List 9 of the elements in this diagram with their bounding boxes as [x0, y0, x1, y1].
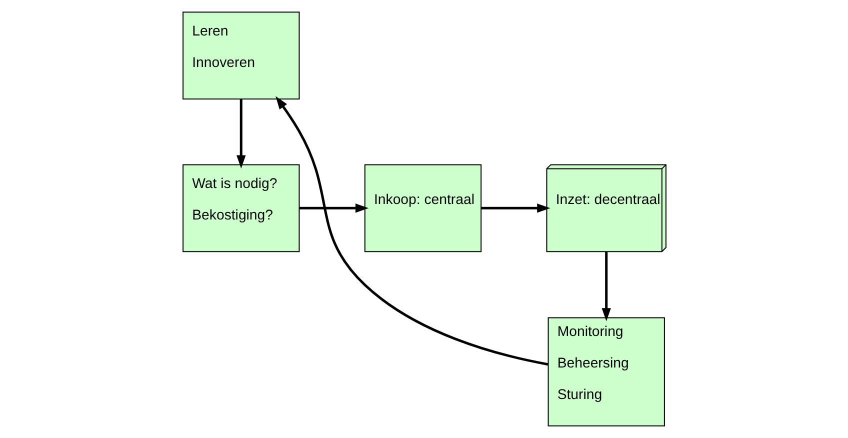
node-box: Leren Innoveren [182, 12, 300, 100]
node-box: Inkoop: centraal [364, 164, 482, 252]
arrow [601, 252, 610, 322]
arrow [236, 99, 246, 168]
arrow [480, 204, 550, 213]
node-box: Monitoring Beheersing Sturing [547, 317, 664, 426]
node-box: Wat is nodig? Bekostiging? [182, 164, 300, 252]
arrow [299, 204, 368, 213]
arrow [275, 96, 548, 366]
